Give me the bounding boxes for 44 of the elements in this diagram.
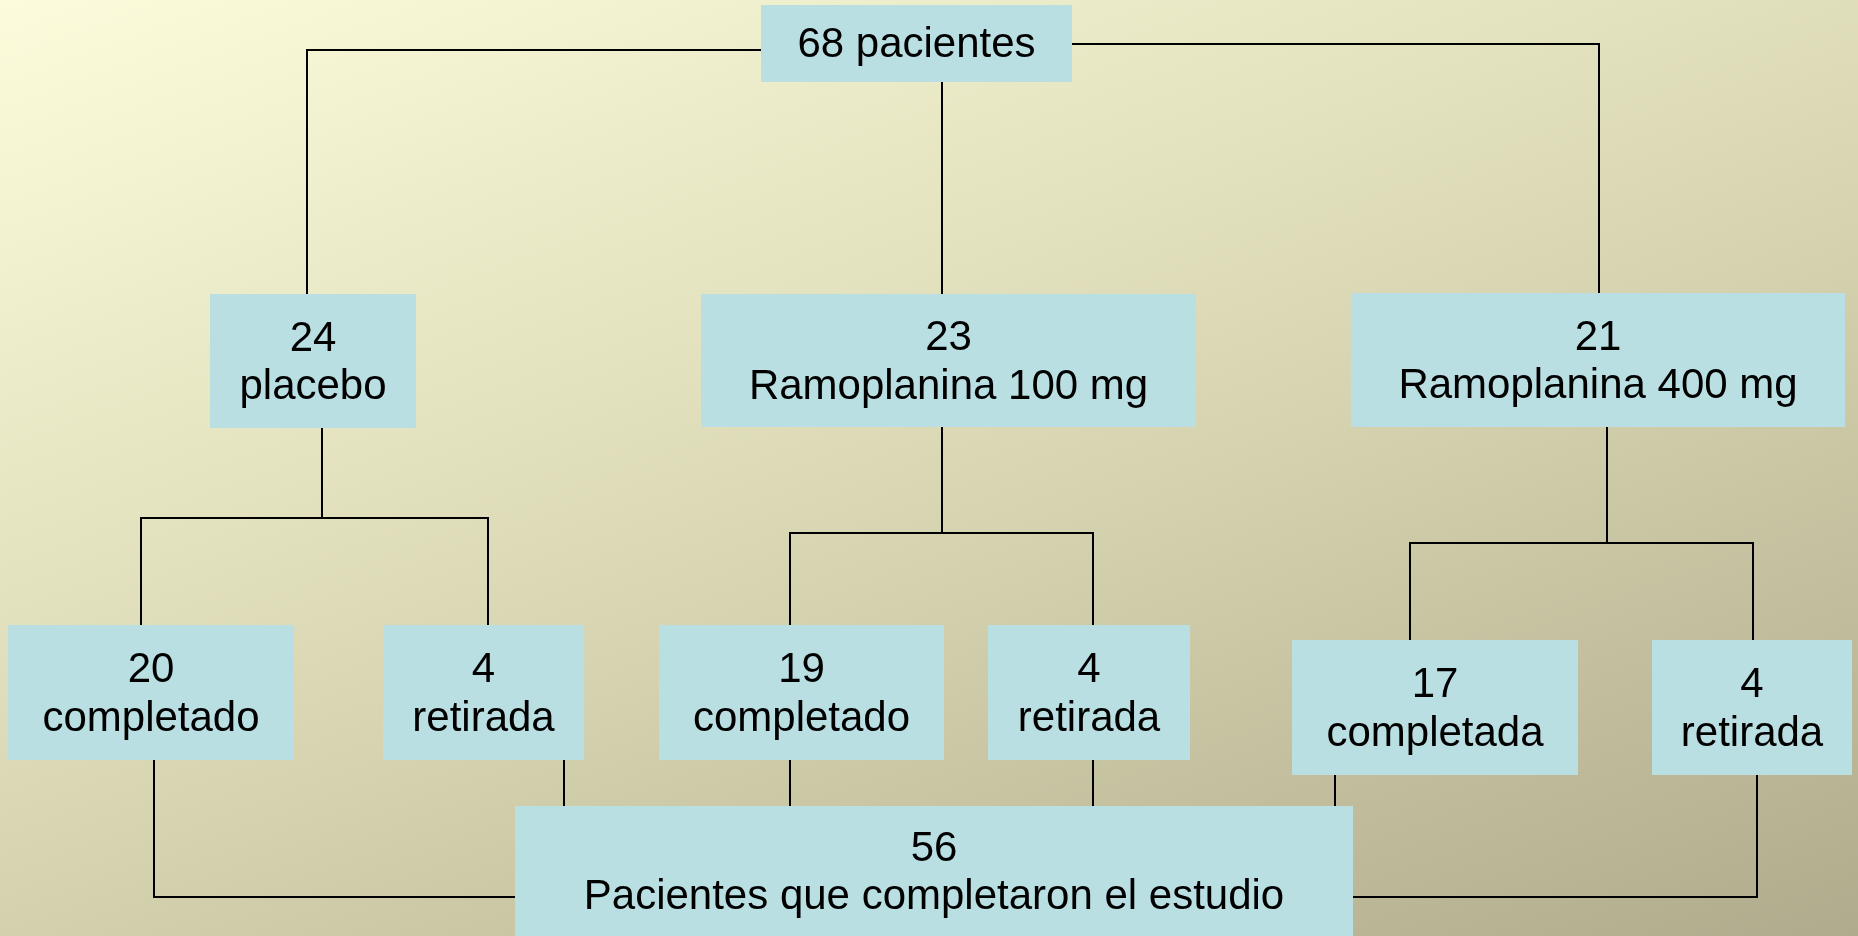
group-label: completado bbox=[42, 692, 260, 741]
count-number: 21 bbox=[1574, 311, 1622, 360]
connector-line bbox=[306, 49, 762, 295]
connector-line bbox=[1071, 43, 1600, 294]
connector-line bbox=[1092, 759, 1094, 807]
group-label: retirada bbox=[412, 692, 555, 741]
group-box bbox=[659, 625, 944, 760]
connector-line bbox=[789, 759, 791, 807]
count-number: 19 bbox=[778, 644, 825, 693]
group-box bbox=[701, 294, 1196, 427]
count-number: 56 bbox=[910, 822, 958, 871]
group-box bbox=[761, 5, 1072, 82]
group-box bbox=[515, 806, 1353, 936]
group-label: Ramoplanina 400 mg bbox=[1398, 360, 1798, 409]
group-label: completado bbox=[692, 692, 911, 741]
group-label: completada bbox=[1326, 707, 1544, 756]
group-label: Pacientes que completaron el estudio bbox=[583, 871, 1285, 920]
group-label: 68 pacientes bbox=[797, 19, 1036, 68]
group-box bbox=[383, 625, 584, 760]
count-number: 23 bbox=[925, 312, 972, 361]
group-box bbox=[1652, 640, 1852, 775]
connector-line bbox=[941, 81, 943, 295]
count-number: 20 bbox=[127, 644, 175, 693]
group-label: retirada bbox=[1680, 707, 1824, 756]
connector-line bbox=[1352, 774, 1758, 898]
group-label: retirada bbox=[1017, 692, 1161, 741]
connector-line bbox=[941, 426, 1094, 626]
count-number: 24 bbox=[289, 312, 337, 361]
group-box bbox=[988, 625, 1190, 760]
group-box bbox=[8, 625, 294, 760]
connector-line bbox=[1334, 774, 1336, 807]
count-number: 17 bbox=[1411, 659, 1459, 708]
group-label: placebo bbox=[239, 361, 387, 410]
connector-line bbox=[321, 427, 489, 626]
connector-line bbox=[563, 759, 565, 807]
count-number: 4 bbox=[1077, 644, 1101, 693]
count-number: 4 bbox=[471, 644, 496, 693]
group-box bbox=[1292, 640, 1578, 775]
group-box bbox=[1351, 293, 1845, 427]
connector-line bbox=[153, 759, 516, 898]
count-number: 4 bbox=[1740, 659, 1764, 708]
group-box bbox=[210, 294, 416, 428]
connector-line bbox=[1606, 426, 1754, 641]
group-label: Ramoplanina 100 mg bbox=[748, 360, 1149, 409]
